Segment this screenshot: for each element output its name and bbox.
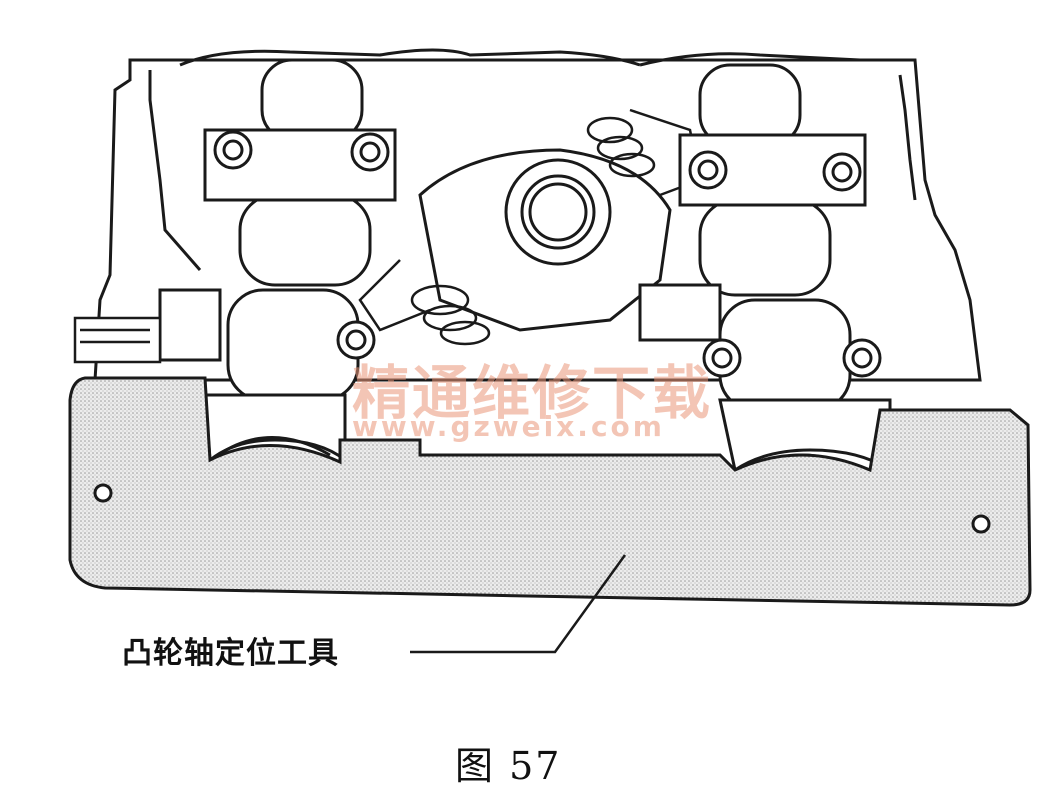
right-camshaft bbox=[638, 63, 892, 473]
callout-label-camshaft-tool: 凸轮轴定位工具 bbox=[122, 636, 339, 671]
watermark-url: www.gzweix.com bbox=[352, 410, 665, 443]
callout-leader bbox=[410, 554, 627, 654]
left-tool-arm bbox=[73, 316, 162, 364]
figure-caption: 图 57 bbox=[455, 744, 562, 788]
camshaft-locating-tool bbox=[68, 376, 1032, 607]
left-camshaft bbox=[158, 58, 397, 464]
camshaft-bolts bbox=[213, 130, 882, 378]
cylinder-head-outline bbox=[93, 48, 982, 382]
center-housing bbox=[418, 148, 672, 332]
watermark-text: 精通维修下载 bbox=[352, 359, 713, 427]
